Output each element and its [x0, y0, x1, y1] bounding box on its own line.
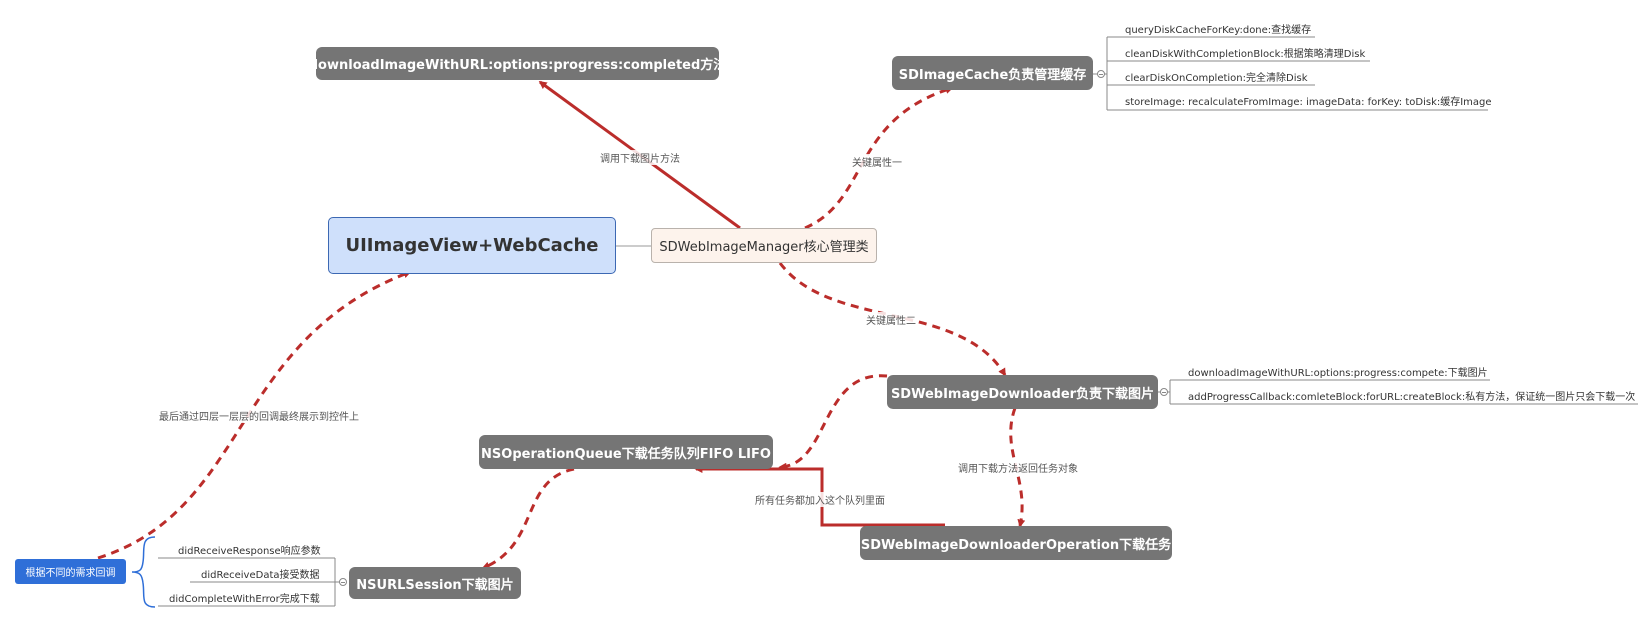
session-collapse-toggle[interactable]	[339, 578, 347, 586]
session-node[interactable]: NSURLSession下载图片	[349, 567, 521, 599]
session-item-data: didReceiveData接受数据	[201, 570, 320, 581]
edge-label-key-prop-2: 关键属性二	[866, 312, 916, 327]
cache-item-clear: clearDiskOnCompletion:完全清除Disk	[1125, 73, 1308, 84]
edge-queue-session	[481, 467, 575, 570]
callback-brace	[131, 536, 156, 608]
callback-node[interactable]: 根据不同的需求回调	[15, 559, 126, 584]
downloader-item-add-progress: addProgressCallback:comleteBlock:forURL:…	[1188, 392, 1636, 403]
central-node[interactable]: UIImageView+WebCache	[328, 217, 616, 274]
edge-label-final-callback: 最后通过四层一层层的回调最终展示到控件上	[159, 408, 359, 423]
sdimagecache-node[interactable]: SDImageCache负责管理缓存	[892, 56, 1093, 90]
edge-key-prop-1	[804, 86, 954, 230]
cache-bracket	[1090, 36, 1488, 111]
downloader-item-download: downloadImageWithURL:options:progress:co…	[1188, 368, 1488, 379]
session-item-complete: didCompleteWithError完成下载	[169, 594, 320, 605]
cache-item-clean: cleanDiskWithCompletionBlock:根据策略清理Disk	[1125, 49, 1366, 60]
cache-item-store: storeImage: recalculateFromImage: imageD…	[1125, 97, 1492, 108]
download-method-node[interactable]: downloadImageWithURL:options:progress:co…	[309, 47, 726, 80]
cache-collapse-toggle[interactable]	[1097, 70, 1105, 78]
edge-label-return-task: 调用下载方法返回任务对象	[958, 460, 1078, 475]
operation-node[interactable]: SDWebImageDownloaderOperation下载任务	[860, 526, 1172, 560]
cache-item-query: queryDiskCacheForKey:done:查找缓存	[1125, 25, 1312, 36]
manager-node[interactable]: SDWebImageManager核心管理类	[651, 228, 877, 263]
downloader-collapse-toggle[interactable]	[1160, 388, 1168, 396]
queue-node[interactable]: NSOperationQueue下载任务队列FIFO LIFO	[479, 435, 773, 469]
edge-label-key-prop-1: 关键属性一	[852, 154, 902, 169]
session-item-response: didReceiveResponse响应参数	[178, 546, 321, 557]
edge-downloader-queue	[778, 374, 888, 471]
downloader-node[interactable]: SDWebImageDownloader负责下载图片	[887, 375, 1158, 409]
edge-label-call-download: 调用下载图片方法	[600, 150, 680, 165]
edge-label-add-queue: 所有任务都加入这个队列里面	[755, 492, 885, 507]
